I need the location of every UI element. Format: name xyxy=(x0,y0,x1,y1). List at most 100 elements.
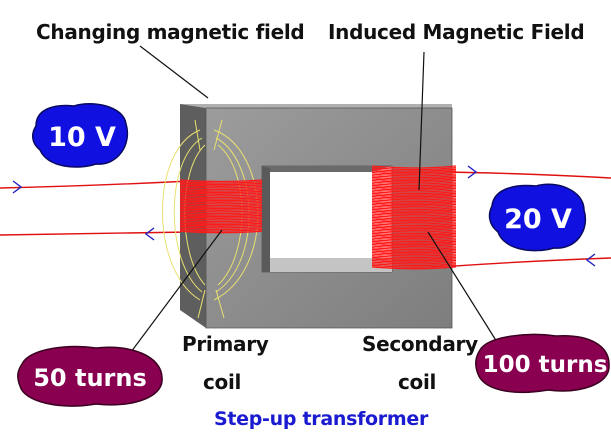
coil-winding xyxy=(179,195,263,199)
coil-winding xyxy=(179,224,263,227)
coil-winding xyxy=(371,230,457,235)
iron-core xyxy=(180,104,453,329)
coil-winding xyxy=(371,222,457,227)
secondary-turns-text: 100 turns xyxy=(483,352,608,378)
blob-shape xyxy=(17,345,163,407)
coil-winding xyxy=(371,224,457,228)
coil-winding xyxy=(371,189,457,193)
coil-winding xyxy=(371,205,457,209)
coil-winding xyxy=(371,174,457,179)
coil-winding xyxy=(371,218,457,222)
blob-shape xyxy=(475,333,610,393)
coil-winding xyxy=(371,214,457,219)
coil-winding xyxy=(179,192,263,195)
coil-winding xyxy=(371,266,457,270)
coil-winding xyxy=(179,193,263,197)
coil-winding xyxy=(179,216,263,219)
coil-winding xyxy=(371,232,457,236)
coil-winding xyxy=(179,212,263,216)
input-voltage-badge: 10 V xyxy=(32,103,129,168)
blob-shape xyxy=(488,183,587,252)
output-voltage-text: 20 V xyxy=(504,204,572,235)
primary-coil xyxy=(179,179,263,234)
coil-winding xyxy=(179,182,263,186)
coil-winding xyxy=(371,229,457,233)
coil-winding xyxy=(371,179,457,184)
coil-winding xyxy=(179,184,263,187)
coil-winding xyxy=(179,227,263,231)
core-top-face xyxy=(180,104,452,108)
coil-winding xyxy=(371,243,457,248)
pointer-lines xyxy=(124,45,503,361)
coil-winding xyxy=(371,248,457,252)
coil-winding xyxy=(179,179,263,183)
pointer-induced-field xyxy=(418,51,425,191)
coil-winding xyxy=(371,259,457,264)
coil-winding xyxy=(371,227,457,232)
coil-winding xyxy=(179,185,263,189)
pointer-changing-field xyxy=(139,45,209,99)
coil-winding xyxy=(371,181,457,185)
coil-winding xyxy=(179,209,263,213)
coil-winding xyxy=(179,204,263,208)
induced-field-label: Induced Magnetic Field xyxy=(328,20,585,44)
coil-winding xyxy=(179,225,263,229)
blob-shape xyxy=(32,103,129,168)
arrow-primary-bottom xyxy=(144,227,155,241)
coil-winding xyxy=(371,170,457,174)
core-window-floor xyxy=(270,258,392,272)
secondary-top-wire xyxy=(439,171,611,179)
coil-winding xyxy=(371,198,457,203)
secondary-coil-label-line1: Secondary xyxy=(362,332,478,356)
coil-winding xyxy=(371,246,457,251)
coil-winding xyxy=(371,166,457,171)
coil-winding xyxy=(371,210,457,214)
core-window-inner-left xyxy=(262,166,270,272)
arrow-secondary-top xyxy=(467,165,478,179)
coil-winding xyxy=(371,234,457,238)
coil-winding xyxy=(371,235,457,240)
coil-winding xyxy=(371,171,457,176)
pointer-primary-turns xyxy=(124,229,223,361)
coil-winding xyxy=(371,186,457,190)
output-voltage-badge: 20 V xyxy=(488,183,587,252)
coil-winding xyxy=(179,222,263,226)
coil-winding xyxy=(371,238,457,243)
coil-winding xyxy=(179,220,263,224)
primary-turns-badge: 50 turns xyxy=(17,345,163,407)
coil-winding xyxy=(371,184,457,188)
primary-bottom-wire xyxy=(0,231,191,236)
coil-winding xyxy=(179,230,263,234)
coil-winding xyxy=(179,214,263,218)
coil-winding xyxy=(371,240,457,244)
coil-winding xyxy=(371,211,457,216)
coil-winding xyxy=(179,201,263,205)
flux-lines xyxy=(162,119,259,319)
coil-winding xyxy=(371,242,457,246)
arrow-primary-top xyxy=(12,180,23,194)
coil-winding xyxy=(371,245,457,249)
coil-winding xyxy=(371,165,457,169)
pointer-secondary-turns xyxy=(427,231,503,351)
coil-winding xyxy=(371,203,457,208)
coil-winding xyxy=(371,168,457,172)
primary-top-wire xyxy=(0,180,191,189)
coil-winding xyxy=(371,221,457,225)
coil-winding xyxy=(371,195,457,200)
coil-winding xyxy=(371,264,457,268)
coil-winding xyxy=(179,219,263,223)
coil-winding xyxy=(179,190,263,194)
coil-winding xyxy=(179,217,263,221)
coil-winding xyxy=(371,251,457,256)
coil-winding xyxy=(371,187,457,192)
current-arrows xyxy=(12,165,596,267)
core-window-inner-top xyxy=(262,166,392,172)
coil-winding xyxy=(371,256,457,260)
coil-winding xyxy=(371,216,457,220)
coil-winding xyxy=(371,219,457,224)
coil-winding xyxy=(179,211,263,215)
coil-winding xyxy=(371,192,457,196)
coil-winding xyxy=(371,176,457,180)
coil-winding xyxy=(179,180,263,184)
coil-winding xyxy=(371,200,457,204)
